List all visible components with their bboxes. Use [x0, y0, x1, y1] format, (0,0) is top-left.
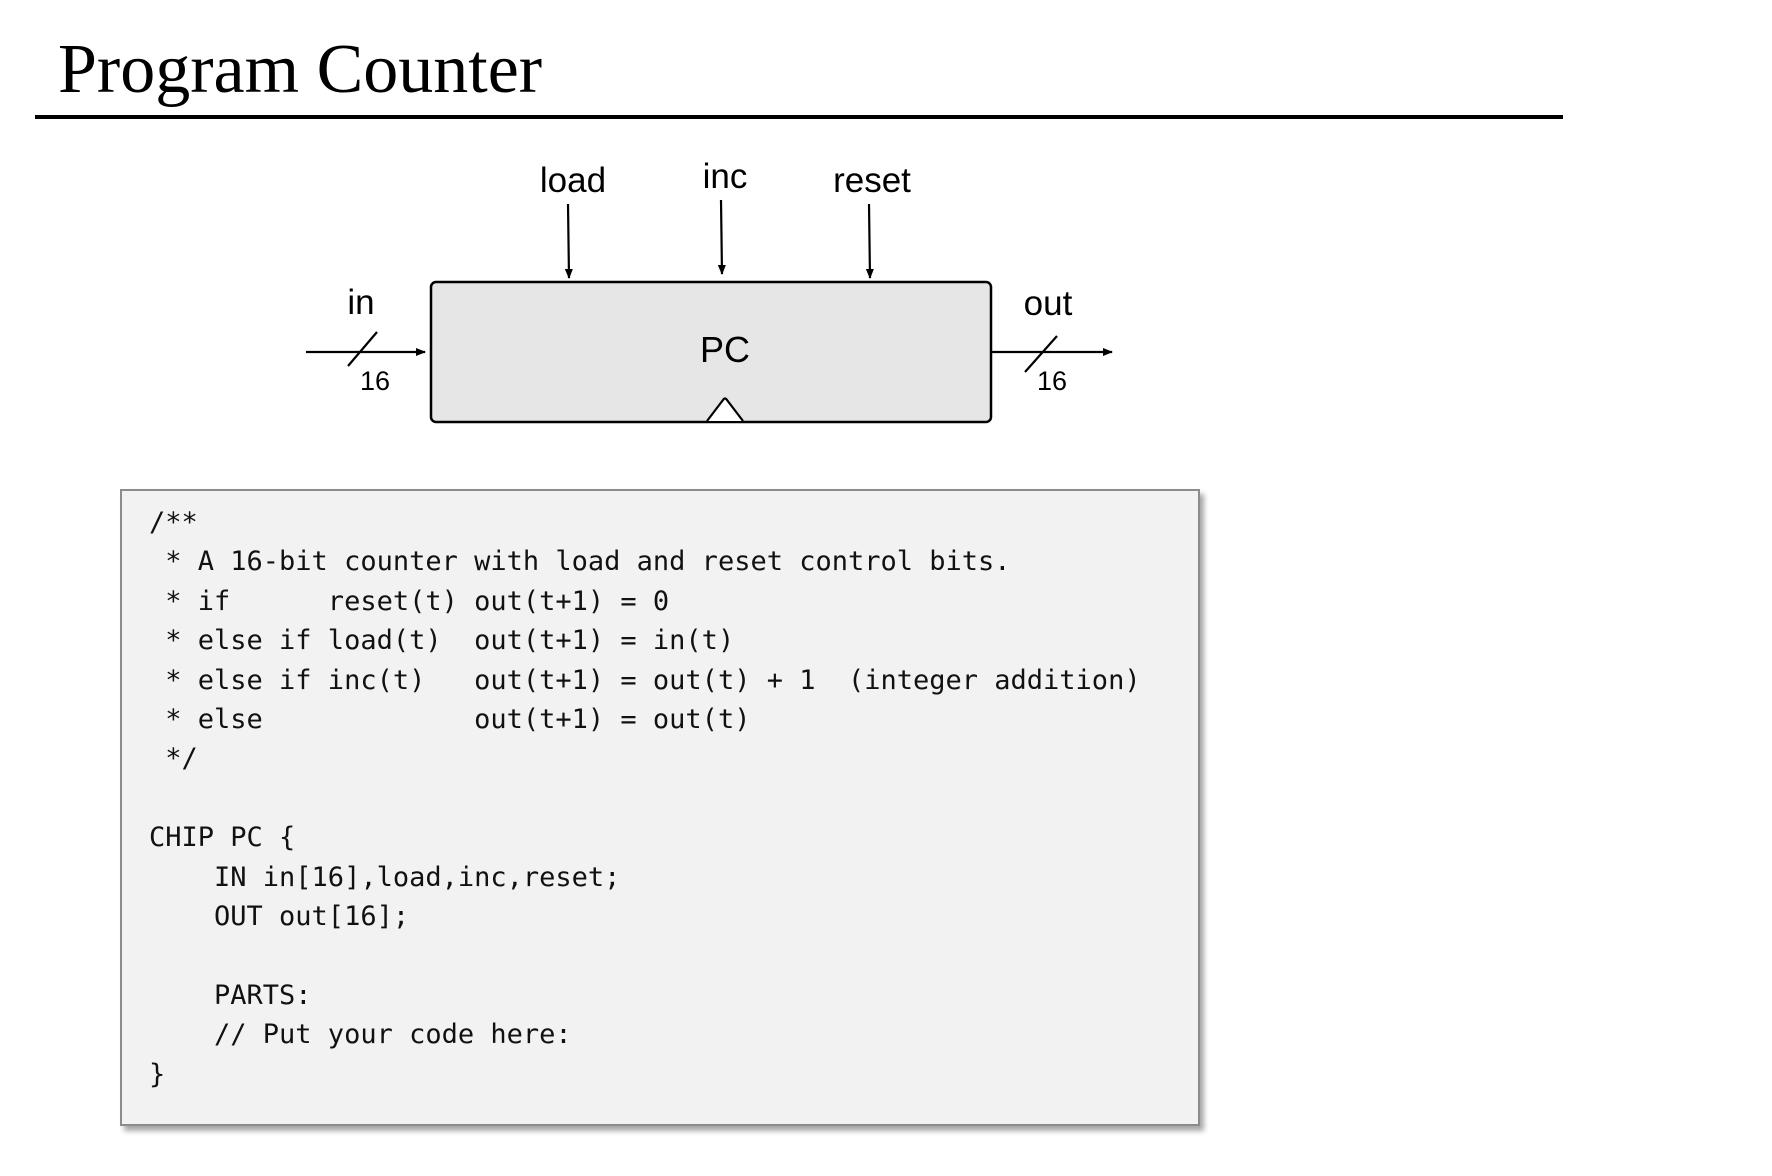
reset-input-label: reset [833, 161, 911, 200]
hdl-code: /** * A 16-bit counter with load and res… [149, 503, 1141, 1094]
code-line: /** [149, 507, 198, 538]
pc-chip-label: PC [700, 329, 750, 370]
inc-input-label: inc [703, 157, 748, 196]
out-output-label: out [1024, 284, 1073, 323]
code-line: CHIP PC { [149, 822, 296, 854]
load-input-arrow [564, 203, 573, 279]
in-input-label: in [347, 283, 374, 322]
in-bus-slash [347, 331, 378, 367]
load-input-label: load [540, 161, 606, 200]
reset-input-arrow [865, 203, 874, 279]
out-bus-width: 16 [1037, 366, 1067, 396]
hdl-code-panel: /** * A 16-bit counter with load and res… [120, 489, 1200, 1126]
code-line: * if reset(t) out(t+1) = 0 [149, 585, 670, 617]
code-line: */ [149, 743, 198, 775]
code-line: * else out(t+1) = out(t) [149, 704, 751, 736]
in-bus-width: 16 [360, 366, 390, 396]
code-line: * else if inc(t) out(t+1) = out(t) + 1 (… [149, 664, 1141, 696]
pc-chip-diagram: PC load inc reset in 16 out 16 [306, 157, 1113, 424]
title-divider [35, 115, 1563, 119]
code-line: IN in[16],load,inc,reset; [149, 861, 621, 893]
inc-input-arrow [717, 199, 726, 275]
code-line: PARTS: [149, 979, 312, 1011]
clock-triangle-icon [706, 397, 744, 422]
out-bus-slash [1024, 335, 1058, 373]
code-line: } [149, 1058, 166, 1090]
page-title: Program Counter [58, 31, 543, 108]
code-line: // Put your code here: [149, 1019, 572, 1051]
code-line: * else if load(t) out(t+1) = in(t) [149, 625, 735, 657]
code-line: OUT out[16]; [149, 901, 410, 933]
code-line: * A 16-bit counter with load and reset c… [149, 546, 1011, 578]
